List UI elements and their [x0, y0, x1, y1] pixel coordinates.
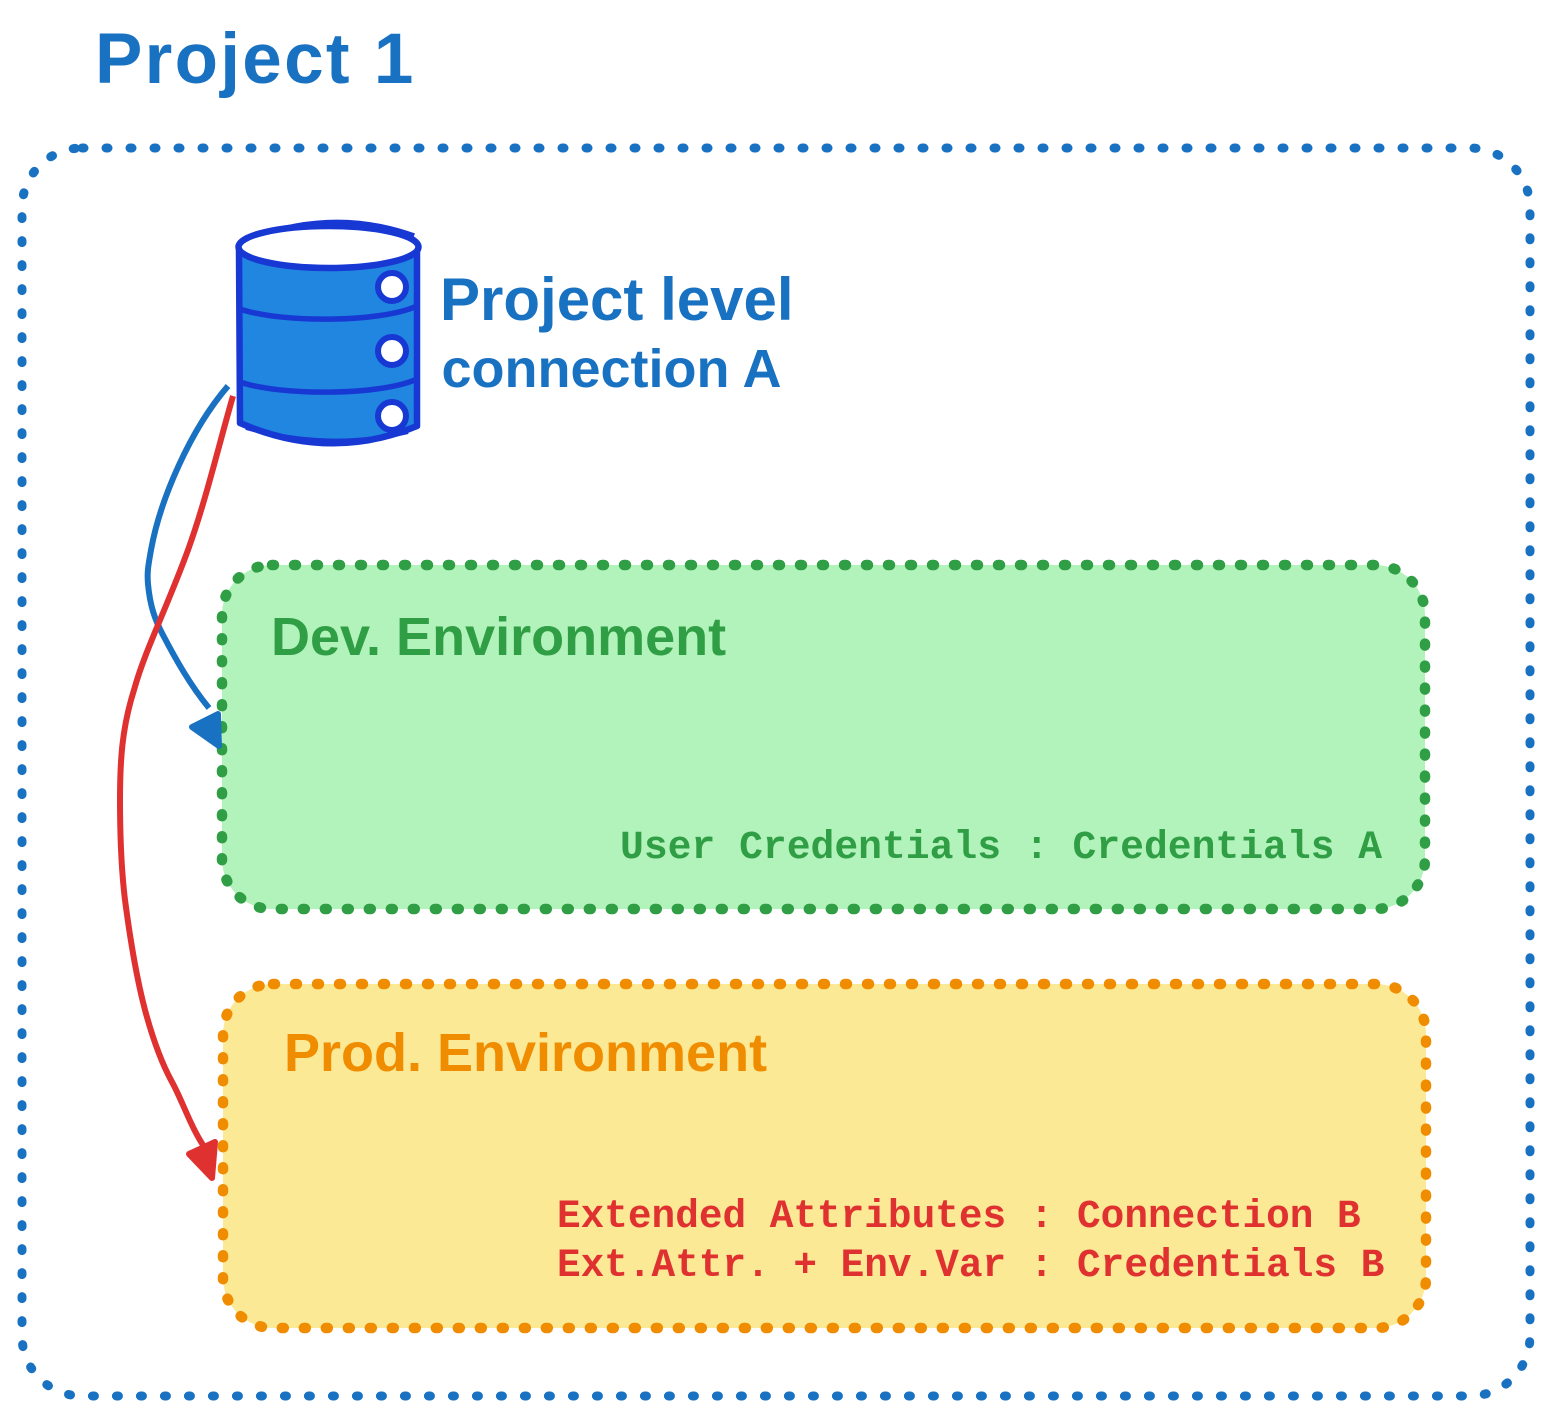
svg-text:Project 1: Project 1: [95, 20, 416, 99]
svg-text:Extended Attributes : Connecti: Extended Attributes : Connection B: [557, 1194, 1361, 1239]
svg-text:Project level: Project level: [440, 266, 794, 333]
svg-text:Dev. Environment: Dev. Environment: [271, 607, 726, 667]
svg-text:Ext.Attr. + Env.Var : Credenti: Ext.Attr. + Env.Var : Credentials B: [557, 1243, 1384, 1288]
svg-text:Prod. Environment: Prod. Environment: [284, 1023, 767, 1083]
svg-text:User Credentials : Credentials: User Credentials : Credentials A: [620, 825, 1382, 870]
svg-text:connection A: connection A: [442, 339, 782, 399]
